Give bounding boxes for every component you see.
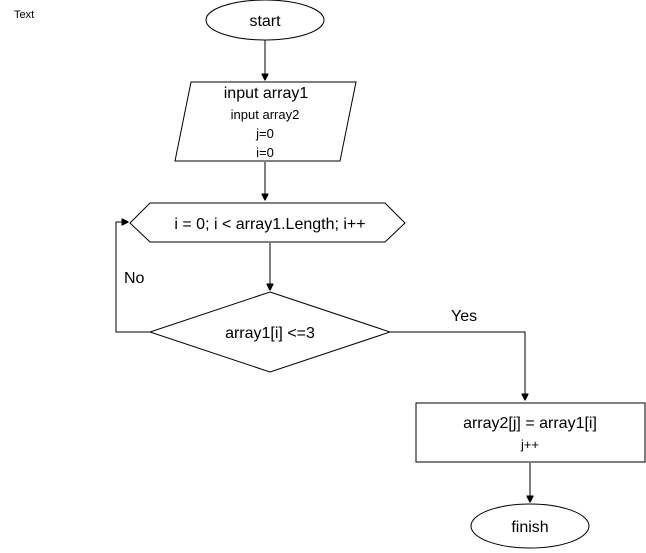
finish-node[interactable]: finish — [470, 503, 590, 549]
input-node[interactable]: input array1 input array2 j=0 i=0 — [174, 81, 357, 162]
edge-no-loop-back — [115, 222, 150, 333]
assign-line-2: j++ — [520, 437, 539, 452]
edge-yes-to-assign — [390, 331, 525, 400]
loop-label: i = 0; i < array1.Length; i++ — [174, 216, 365, 233]
corner-text: Text — [14, 9, 34, 21]
input-line-1: input array1 — [224, 85, 309, 102]
yes-label: Yes — [451, 308, 477, 325]
decision-label: array1[i] <=3 — [225, 325, 315, 342]
input-shape — [174, 81, 357, 162]
input-line-4: i=0 — [256, 145, 274, 160]
start-node[interactable]: start — [205, 0, 325, 41]
decision-node[interactable]: array1[i] <=3 — [148, 291, 392, 373]
input-line-3: j=0 — [255, 126, 274, 141]
loop-shape — [129, 202, 406, 243]
finish-shape — [470, 503, 590, 549]
assign-node[interactable]: array2[j] = array1[i] j++ — [415, 402, 646, 463]
no-label: No — [124, 270, 145, 287]
assign-line-1: array2[j] = array1[i] — [463, 415, 597, 432]
loop-node[interactable]: i = 0; i < array1.Length; i++ — [129, 202, 406, 243]
decision-shape — [148, 291, 392, 373]
finish-label: finish — [511, 519, 548, 536]
start-label: start — [249, 13, 281, 30]
assign-shape — [415, 402, 646, 463]
input-line-2: input array2 — [231, 107, 300, 122]
